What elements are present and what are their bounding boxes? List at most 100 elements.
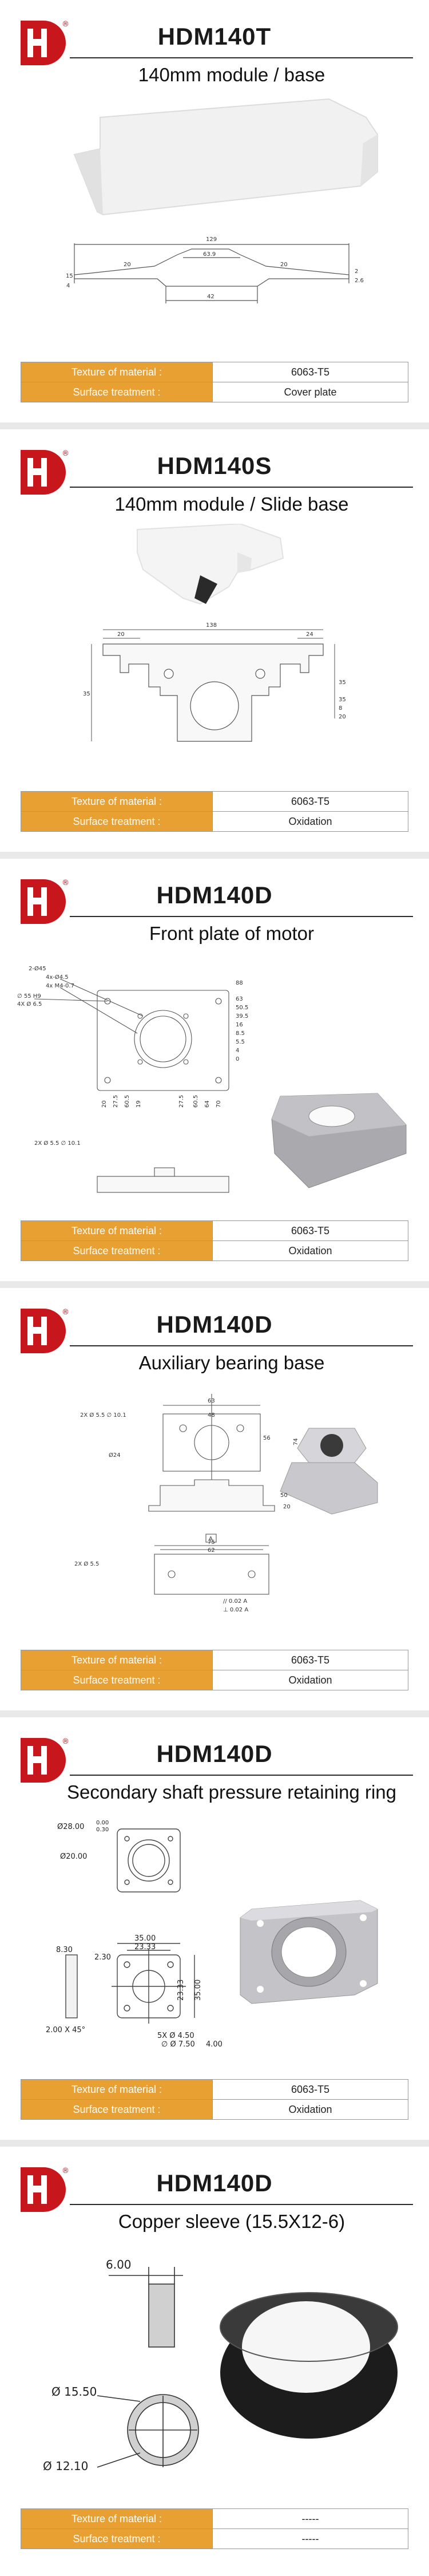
sleeve-side-view — [109, 2267, 183, 2348]
base-profile-render — [73, 98, 378, 216]
material-row: Texture of material : 6063-T5 — [21, 791, 408, 812]
title-underline — [70, 1775, 413, 1776]
spec-table: Texture of material : 6063-T5 Surface tr… — [21, 791, 408, 832]
ring-render — [240, 1900, 378, 2004]
sleeve-render — [220, 2292, 398, 2439]
tolerance-perpendicular: ⊥ 0.02 A — [223, 1607, 248, 1613]
registered-mark: ® — [62, 1308, 69, 1317]
material-label: Texture of material : — [21, 2508, 213, 2529]
treatment-label: Surface treatment : — [21, 811, 213, 832]
note-4x-d6-5: 4X Ø 6.5 — [17, 1001, 42, 1008]
treatment-row: Surface treatment : Oxidation — [21, 811, 408, 832]
title-underline — [70, 1345, 413, 1346]
dim-5x-d4-5: 5X Ø 4.50 — [157, 2032, 194, 2040]
dim-d12-1: Ø 12.10 — [43, 2459, 88, 2473]
ring-top-view — [117, 1828, 181, 1893]
spec-table: Texture of material : 6063-T5 Surface tr… — [21, 2079, 408, 2120]
dim-20-small: 20 — [339, 714, 346, 720]
dim-39-5: 39.5 — [236, 1013, 248, 1020]
section-copper-sleeve: ® HDM140D Copper sleeve (15.5X12-6) 6.00 — [0, 2147, 429, 2576]
dim-counterbore: ∅ Ø 7.50 — [161, 2040, 195, 2049]
treatment-label: Surface treatment : — [21, 1670, 213, 1690]
section-hdm140t: ® HDM140T 140mm module / base 129 63.9 4… — [0, 0, 429, 429]
brand-logo: ® — [21, 2167, 69, 2212]
treatment-value: Oxidation — [212, 2099, 408, 2120]
model-title: HDM140D — [156, 882, 273, 908]
dim-35-top: 35.00 — [134, 1934, 156, 1943]
treatment-value: ----- — [212, 2528, 408, 2549]
dim-2-6: 2.6 — [355, 278, 364, 284]
model-title: HDM140D — [156, 2170, 273, 2196]
part-subtitle: 140mm module / Slide base — [114, 493, 349, 515]
dim-d15-5: Ø 15.50 — [51, 2385, 97, 2399]
front-plate-render — [271, 1093, 407, 1188]
tol-upper: 0.00 — [96, 1820, 109, 1826]
dim-129: 129 — [206, 236, 217, 243]
material-row: Texture of material : 6063-T5 — [21, 2079, 408, 2100]
dim-5-5: 5.5 — [236, 1039, 245, 1045]
retaining-ring-drawing: Ø28.00 0.00 0.30 Ø20.00 35.00 23.33 8.30… — [46, 1820, 378, 2049]
section-aux-bearing: ® HDM140D Auxiliary bearing base — [0, 1288, 429, 1717]
material-label: Texture of material : — [21, 362, 213, 382]
dim-74: 74 — [293, 1438, 299, 1445]
model-title: HDM140T — [157, 23, 272, 50]
slide-base-drawing: 138 20 24 35 35 35 8 20 — [83, 524, 346, 742]
material-label: Texture of material : — [21, 2079, 213, 2100]
dim-15: 15 — [66, 273, 73, 279]
dim-42: 42 — [207, 294, 214, 300]
treatment-value: Oxidation — [212, 1240, 408, 1261]
dim-24: 24 — [306, 631, 313, 638]
material-label: Texture of material : — [21, 791, 213, 812]
dim-50-5: 50.5 — [236, 1005, 248, 1011]
part-subtitle: Auxiliary bearing base — [138, 1352, 325, 1373]
material-row: Texture of material : 6063-T5 — [21, 1650, 408, 1670]
title-underline — [70, 57, 413, 58]
dim-63: 63 — [236, 996, 243, 1002]
treatment-value: Oxidation — [212, 811, 408, 832]
section-divider — [0, 1710, 429, 1717]
dim-depth-4: 4.00 — [206, 2040, 223, 2049]
front-plate-side-view — [97, 1167, 229, 1193]
dim-b-64: 64 — [204, 1100, 210, 1108]
ring-bottom-view — [112, 1943, 195, 2024]
treatment-row: Surface treatment : Oxidation — [21, 1240, 408, 1261]
section-divider — [0, 2140, 429, 2147]
note-2x-d5-5-bottom: 2X Ø 5.5 — [74, 1560, 99, 1567]
part-subtitle: 140mm module / base — [138, 64, 325, 85]
registered-mark: ® — [62, 20, 69, 29]
dim-b-27-5-r: 27.5 — [178, 1095, 185, 1108]
note-d55: ∅ 55 H9 — [17, 993, 41, 999]
dim-b-20: 20 — [101, 1100, 108, 1108]
dim-63: 63 — [208, 1398, 215, 1404]
model-title: HDM140S — [157, 452, 272, 479]
dim-20: 20 — [117, 631, 125, 638]
dim-8-5: 8.5 — [236, 1030, 245, 1037]
dim-b-70: 70 — [216, 1100, 222, 1108]
dim-138: 138 — [206, 622, 217, 629]
dim-2: 2 — [355, 268, 358, 275]
dim-20: 20 — [283, 1504, 291, 1510]
dim-50: 50 — [280, 1492, 288, 1499]
base-drawing: 129 63.9 42 20 20 15 4 2 2.6 — [66, 98, 378, 303]
dim-6: 6.00 — [106, 2258, 132, 2271]
material-value: 6063-T5 — [212, 791, 408, 812]
registered-mark: ® — [62, 449, 69, 458]
section-divider — [0, 422, 429, 429]
ring-side-view — [65, 1954, 78, 2018]
model-title: HDM140D — [156, 1740, 273, 1767]
slide-base-render — [137, 524, 284, 605]
model-title: HDM140D — [156, 1311, 273, 1338]
title-underline — [70, 2204, 413, 2205]
treatment-row: Surface treatment : ----- — [21, 2528, 408, 2549]
brand-logo: ® — [21, 1308, 69, 1353]
dim-15-5: 35 — [339, 697, 346, 703]
spec-table: Texture of material : 6063-T5 Surface tr… — [21, 1650, 408, 1690]
section-hdm140s: ® HDM140S 140mm module / Slide base 138 … — [0, 429, 429, 859]
dim-20-right: 20 — [280, 262, 288, 268]
profile-section-drawing — [74, 243, 349, 303]
material-label: Texture of material : — [21, 1220, 213, 1241]
dim-20-left: 20 — [124, 262, 131, 268]
dim-35-left: 35 — [83, 691, 90, 697]
dim-chamfer: 2.00 X 45° — [46, 2026, 85, 2034]
dim-b-27-5: 27.5 — [113, 1095, 119, 1108]
